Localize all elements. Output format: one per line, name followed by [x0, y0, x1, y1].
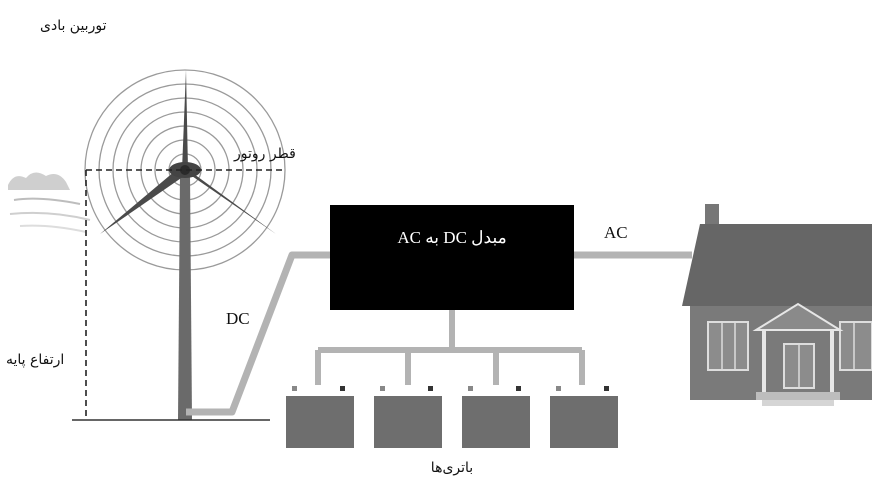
dc-wire — [186, 251, 332, 416]
cloud-icon — [8, 172, 91, 233]
tower-height-label: ارتفاع پایه — [6, 352, 64, 368]
battery-icon — [286, 386, 354, 448]
wind-turbine-icon — [84, 69, 286, 420]
converter-label: مبدل DC به AC — [397, 228, 506, 247]
batteries-label: باتری‌ها — [431, 460, 473, 476]
turbine-tower — [178, 172, 192, 420]
house-icon — [682, 204, 872, 406]
ac-label: AC — [604, 223, 628, 242]
turbine-blade — [182, 70, 188, 170]
wind-turbine-label: توربین بادی — [40, 18, 107, 34]
converter-box — [330, 205, 574, 310]
turbine-blade — [100, 166, 187, 234]
turbine-blade — [183, 166, 276, 234]
battery-wiring — [315, 310, 585, 385]
battery-icon — [374, 386, 442, 448]
rotor-diameter-label: قطر روتور — [233, 146, 296, 162]
battery-icon — [550, 386, 618, 448]
battery-icon — [462, 386, 530, 448]
dc-label: DC — [226, 309, 250, 328]
